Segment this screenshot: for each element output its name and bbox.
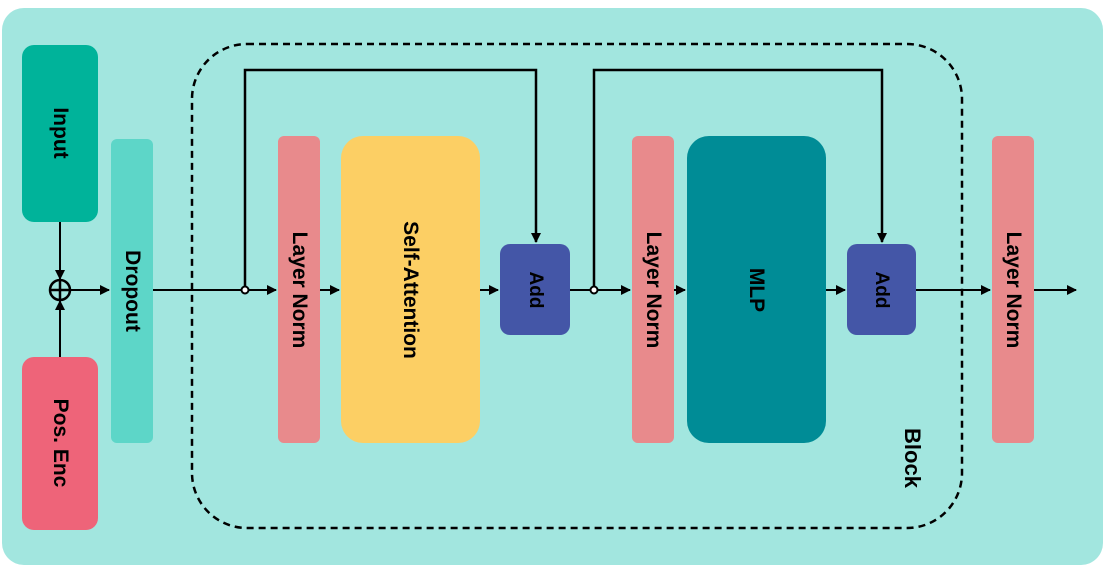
layer-norm-label-2: Layer Norm [642, 231, 665, 349]
layer-norm-label-1: Layer Norm [288, 231, 311, 349]
block-label: Block [900, 428, 925, 488]
mlp-label: MLP [745, 267, 768, 313]
dropout-label: Dropout [121, 250, 144, 332]
layer-norm-label-3: Layer Norm [1002, 231, 1025, 349]
layer-norm-box-2 [632, 136, 674, 443]
branch-point-2 [589, 285, 599, 295]
branch-point-1 [240, 285, 250, 295]
input-label: Input [49, 107, 72, 159]
dropout-box [111, 139, 153, 443]
add-box-2 [847, 244, 916, 335]
add-box-1 [500, 244, 570, 335]
mlp-box [687, 136, 826, 443]
input-box [22, 45, 98, 222]
pos-enc-box [22, 357, 98, 530]
add-label-2: Add [871, 271, 892, 309]
pos-enc-label: Pos. Enc [49, 398, 72, 488]
add-label-1: Add [525, 271, 546, 309]
self-attention-label: Self-Attention [399, 221, 422, 359]
sum-icon [48, 278, 72, 302]
layer-norm-box-1 [278, 136, 320, 443]
residual-connection-1 [243, 68, 541, 290]
self-attention-box [341, 136, 480, 443]
block-outline [190, 42, 964, 530]
layer-norm-box-3 [992, 136, 1034, 443]
residual-connection-2 [592, 68, 887, 290]
